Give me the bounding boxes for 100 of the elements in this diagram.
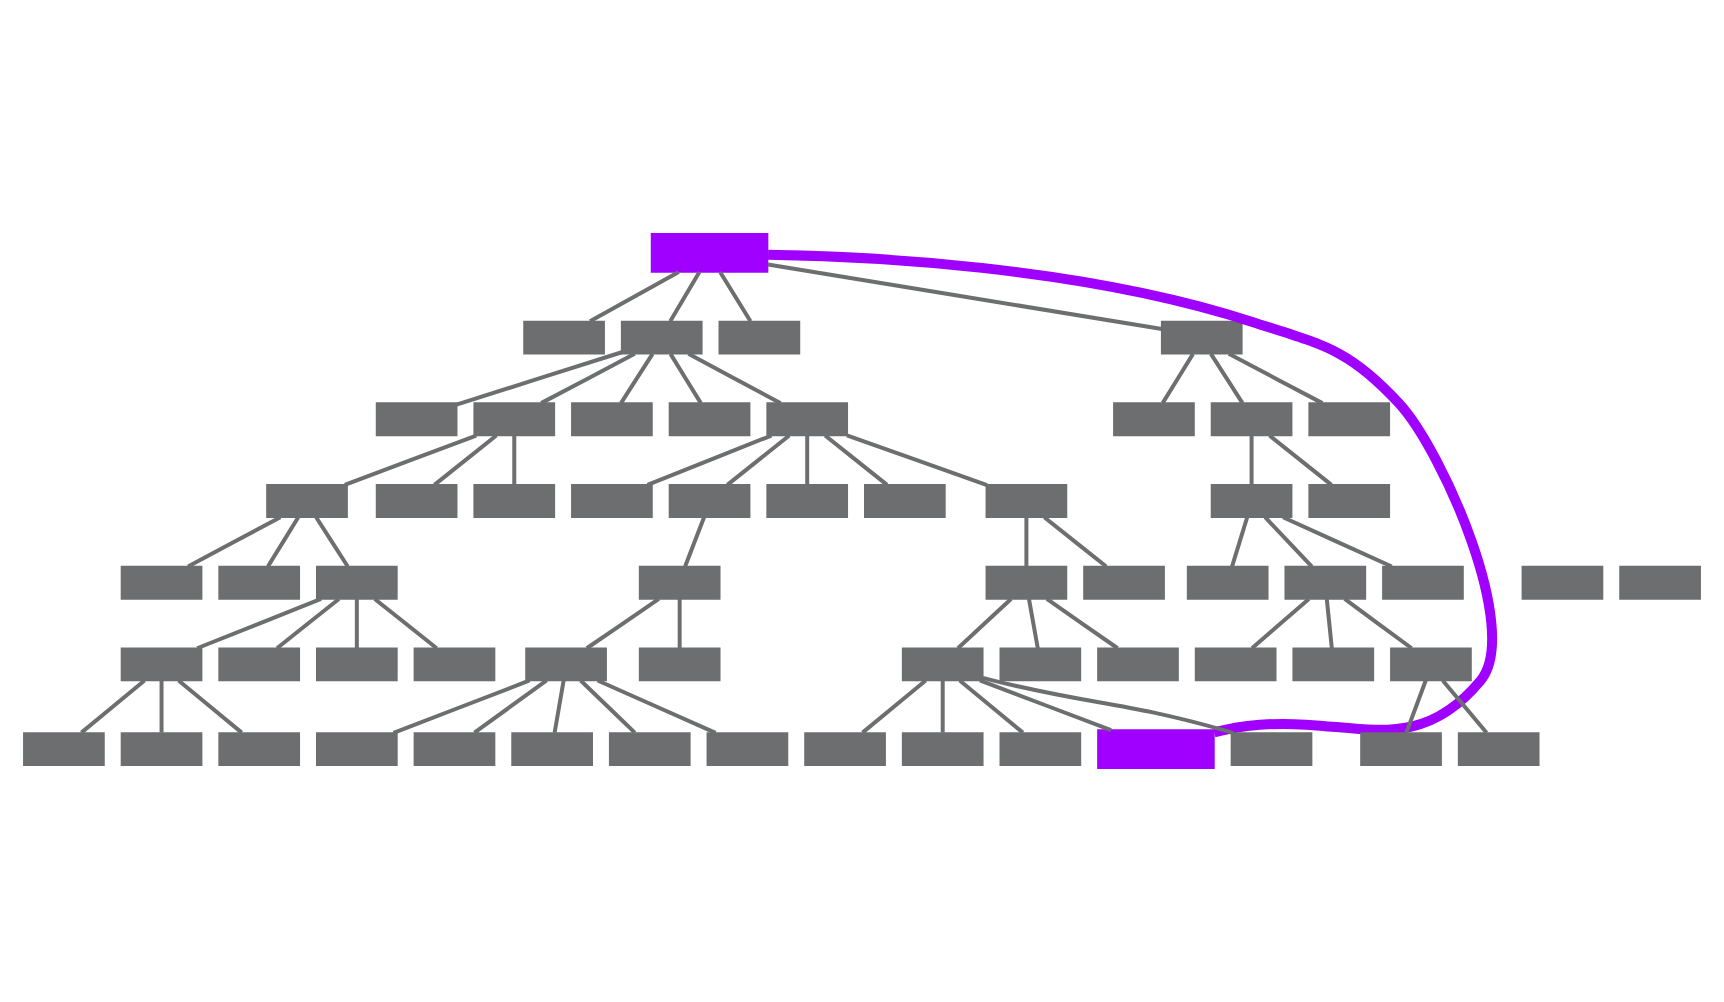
connector [767,262,1163,332]
node-box [608,732,691,767]
node-box [1457,732,1540,767]
node-box [985,484,1068,518]
connector [540,352,636,405]
node-box [864,484,946,518]
connector [433,433,498,487]
node-box [525,647,607,682]
node-box [1194,647,1277,682]
node-box [1382,565,1464,600]
node-box [316,732,398,767]
node-box [1292,647,1375,682]
node-box [650,232,769,273]
node-box [766,484,849,518]
connector [979,678,1112,732]
node-box [1113,402,1195,437]
connector [1209,352,1245,405]
connector [1024,517,1029,567]
connector [552,680,566,733]
connector [668,271,702,323]
connector [1160,352,1195,405]
connector [1441,679,1489,734]
node-box [638,565,721,600]
node-box [218,565,301,600]
node-box [1083,565,1165,600]
connector [392,678,531,735]
node-box [23,732,105,767]
node-box [1210,484,1293,518]
connector [1249,435,1254,485]
node-box [571,402,653,437]
connector [1324,598,1334,649]
node-box [1619,565,1701,600]
node-box [1308,484,1391,518]
connector [982,675,1234,735]
node-box [120,565,203,600]
connector [846,433,988,487]
node-box [706,732,789,767]
connector [687,352,782,405]
connector [940,680,945,733]
connector [585,597,660,650]
connector [1045,597,1119,650]
node-box [1521,565,1604,600]
node-box [901,732,984,767]
node-box [375,402,458,437]
connector [726,433,791,487]
node-box [571,484,653,518]
node-box [316,647,398,682]
node-box [1097,729,1215,770]
connector [512,435,517,485]
connector [956,597,1013,650]
node-box [120,732,203,767]
connector [159,680,164,733]
connector [683,516,706,568]
node-box [413,732,496,767]
connector [589,270,680,323]
node-box [901,647,984,682]
node-box [668,402,751,437]
connector [1043,515,1108,569]
node-box [218,647,301,682]
node-box [999,732,1082,767]
node-box [473,402,556,437]
connector [1230,516,1250,568]
connector [579,679,637,735]
node-box [316,565,398,600]
connector [823,433,889,487]
connector [596,678,717,735]
node-box [523,320,605,355]
connector [646,433,773,487]
connector [80,678,146,735]
node-box [375,484,458,518]
connector [1263,515,1314,568]
connector [1268,433,1333,487]
connector [266,516,300,568]
node-box [1097,647,1179,682]
connector [805,435,810,485]
connector [354,598,359,649]
connector [1343,597,1413,650]
connector [1027,598,1040,649]
connector [958,678,1025,735]
node-box [413,647,496,682]
node-box [1360,732,1442,767]
connector [668,352,703,405]
connector [196,597,322,651]
node-box [718,320,801,355]
node-box [218,732,301,767]
node-box [620,320,703,355]
node-box [1230,732,1313,767]
node-box [120,647,203,682]
node-box [638,647,721,682]
node-box [1186,565,1269,600]
connector [275,597,341,650]
node-box [1160,320,1243,355]
node-box [999,647,1082,682]
connector [861,678,927,735]
node-box [1210,402,1293,437]
node-box [266,484,348,518]
node-box [985,565,1068,600]
connector [767,249,1497,738]
connector [187,515,282,569]
node-box [1390,647,1472,682]
